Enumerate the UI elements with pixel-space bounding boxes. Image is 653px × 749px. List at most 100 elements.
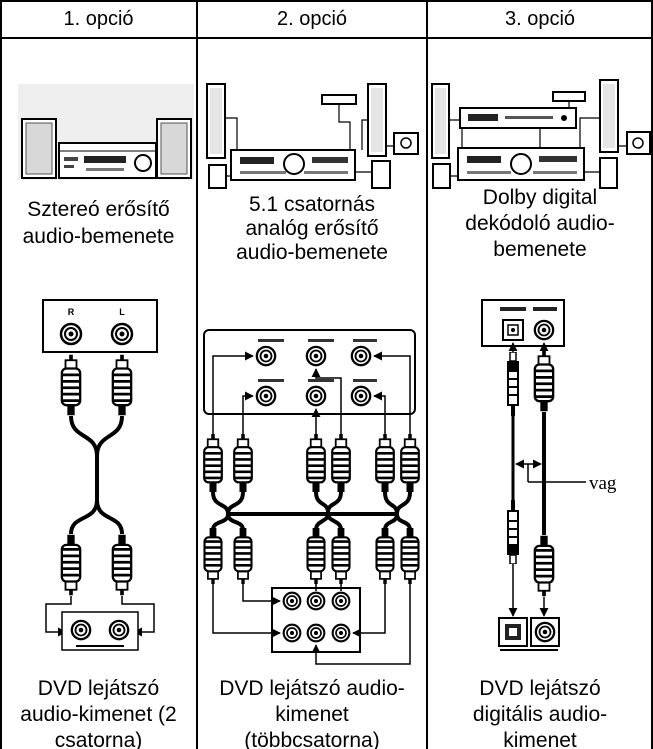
receiver-display — [467, 156, 501, 163]
dvd-output-jack — [308, 625, 325, 642]
amplifier-input-caption-1: Sztereó erősítő audio-bemenete — [0, 196, 197, 250]
caption-line: DVD lejátszó — [427, 676, 653, 702]
optical-plug-icon — [507, 500, 519, 564]
amplifier-input-jack — [307, 387, 325, 405]
caption-line: dekódoló audio- — [427, 211, 653, 237]
rca-plug-icon — [333, 528, 350, 584]
header-option-1: 1. opció — [0, 5, 197, 33]
amplifier-buttons — [86, 168, 124, 171]
subwoofer-cone — [401, 138, 411, 148]
dvd-output-jack — [308, 593, 325, 610]
rca-plug-icon — [235, 528, 252, 584]
caption-line: DVD lejátszó — [0, 676, 197, 702]
dvd-output-jack — [72, 621, 90, 639]
decoder-display — [468, 114, 498, 121]
speaker-grille — [603, 84, 615, 148]
dvd-optical-output-jack — [499, 618, 527, 646]
caption-line: csatorna) — [0, 728, 197, 749]
caption-line: kimenet — [427, 728, 653, 749]
panel-label-mark — [500, 307, 526, 311]
stereo-audio-cable — [71, 416, 122, 534]
rear-right-speaker — [372, 161, 390, 188]
receiver-buttons — [304, 171, 348, 174]
amplifier-input-jack — [307, 347, 325, 365]
rca-plug-icon — [113, 355, 131, 416]
dolby-digital-system-illustration — [432, 80, 650, 188]
amplifier-buttons — [64, 165, 74, 168]
rca-plug-icon — [535, 536, 553, 597]
panel-label-mark — [258, 339, 284, 342]
receiver-knob — [284, 154, 304, 174]
panel-label-mark — [500, 649, 558, 651]
digital-connection-diagram: vag — [482, 300, 617, 651]
multichannel-connection-diagram — [204, 330, 419, 664]
left-speaker-grille — [26, 123, 52, 174]
dvd-output-caption-3: DVD lejátszó digitális audio- kimenet — [427, 676, 653, 749]
receiver-display — [539, 156, 577, 162]
subwoofer-cone — [633, 138, 643, 148]
decoder-disc-slot — [505, 116, 553, 119]
rca-plug-icon — [377, 528, 394, 584]
header-option-2: 2. opció — [197, 5, 427, 33]
dvd-output-jack — [284, 625, 301, 642]
caption-line: bemenete — [427, 237, 653, 263]
amplifier-jack-left — [112, 324, 132, 344]
amplifier-buttons — [64, 157, 78, 161]
caption-line: audio-bemenete — [0, 223, 197, 250]
amplifier-input-jack — [352, 347, 370, 365]
rca-plug-icon — [62, 355, 80, 416]
jack-label-left: L — [119, 307, 125, 317]
receiver-buttons — [467, 171, 511, 174]
connector-note: vag — [589, 473, 617, 494]
rca-plug-icon — [234, 434, 252, 492]
panel-label-mark — [76, 645, 124, 647]
rca-plug-icon — [204, 434, 222, 492]
panel-label-mark — [353, 379, 377, 382]
panel-label-mark — [533, 307, 557, 311]
dvd-coaxial-output-jack — [531, 618, 559, 646]
rear-right-speaker — [600, 158, 617, 188]
receiver-display — [312, 157, 348, 163]
caption-line: DVD lejátszó audio- — [197, 676, 427, 702]
rca-plug-icon — [62, 535, 80, 596]
amplifier-input-caption-3: Dolby digital dekódoló audio- bemenete — [427, 185, 653, 263]
speaker-grille — [371, 88, 383, 152]
amplifier-jack-right — [61, 324, 81, 344]
decoder-button — [561, 115, 567, 121]
speaker-grille — [210, 88, 222, 154]
amplifier-input-jack — [352, 387, 370, 405]
coaxial-jack — [536, 623, 554, 641]
panel-label-mark — [353, 339, 377, 342]
caption-line: analóg erősítő — [197, 217, 427, 241]
panel-label-mark — [258, 379, 284, 382]
receiver-knob — [511, 154, 531, 174]
multichannel-audio-cables — [213, 492, 410, 530]
receiver-buttons — [533, 171, 577, 174]
caption-line: Sztereó erősítő — [0, 196, 197, 223]
caption-line: Dolby digital — [427, 185, 653, 211]
panel-label-mark — [308, 339, 334, 342]
dvd-output-jack — [333, 625, 350, 642]
caption-line: kimenet — [197, 702, 427, 728]
rca-plug-icon — [205, 528, 222, 584]
amplifier-volume-knob — [135, 155, 151, 171]
coaxial-input-jack — [535, 321, 553, 339]
optical-jack-center — [509, 628, 517, 636]
dvd-output-jack — [284, 593, 301, 610]
rca-plug-icon — [402, 528, 419, 584]
right-speaker-grille — [161, 123, 187, 174]
receiver-display — [240, 157, 274, 164]
rca-plug-icon — [376, 434, 394, 492]
stereo-connection-diagram: R L — [43, 300, 157, 650]
rca-plug-icon — [113, 535, 131, 596]
panel-label-mark — [308, 379, 334, 382]
stereo-system-illustration — [18, 84, 194, 180]
dvd-output-jack — [110, 621, 128, 639]
rca-plug-icon — [332, 434, 350, 492]
center-speaker — [553, 92, 585, 101]
optical-jack-center — [511, 328, 515, 332]
rca-plug-icon — [308, 528, 325, 584]
amplifier-input-panel — [43, 300, 157, 352]
